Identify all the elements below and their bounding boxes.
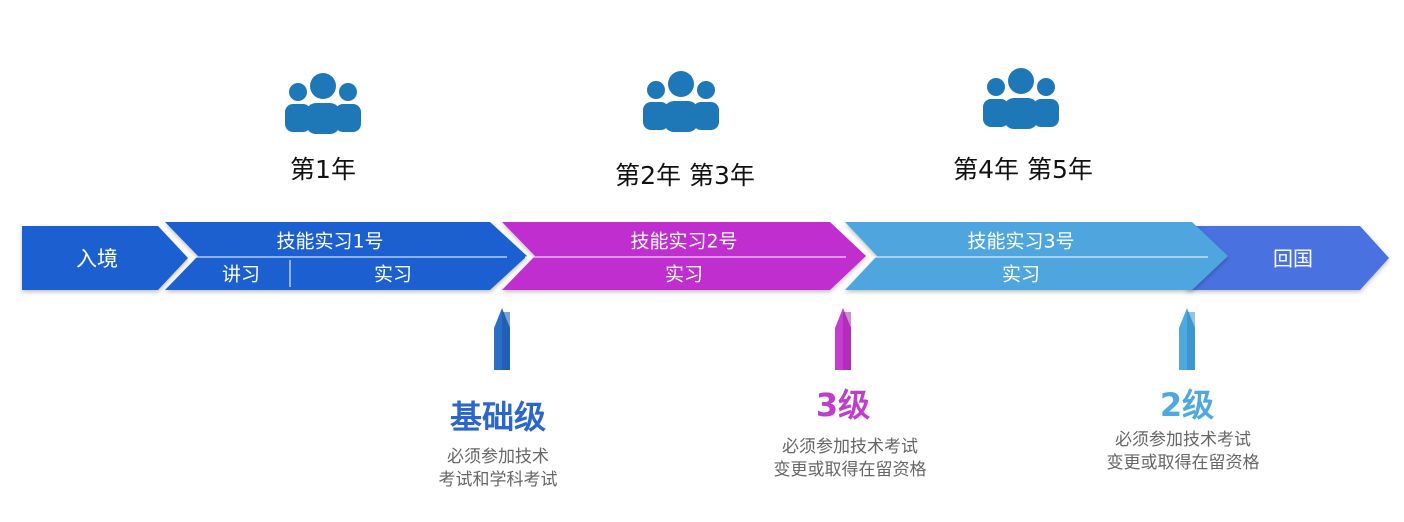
stage1-sub-right: 实习 — [373, 263, 413, 286]
marker-level3 — [835, 308, 851, 370]
stage3-sub: 实习 — [1001, 263, 1041, 286]
marker-level2 — [1179, 308, 1195, 370]
entry-chevron — [22, 226, 188, 290]
level-2-line-1: 必须参加技术考试 — [1115, 430, 1251, 450]
year-label-1: 第1年 — [290, 155, 356, 184]
year-label-3: 第4年 第5年 — [953, 155, 1093, 184]
stage2-sub: 实习 — [664, 263, 704, 286]
stage1-chevron — [165, 222, 527, 290]
level-2-line-2: 变更或取得在留资格 — [1106, 453, 1260, 473]
stage1-sub-left: 讲习 — [221, 263, 261, 286]
level-basic-line-1: 必须参加技术 — [447, 447, 549, 467]
level-basic-line-2: 考试和学科考试 — [438, 470, 558, 490]
people-icon — [983, 68, 1059, 129]
level-3-line-1: 必须参加技术考试 — [782, 437, 918, 457]
return-label: 回国 — [1273, 246, 1313, 271]
level-basic-title: 基础级 — [449, 398, 547, 436]
level-2-title: 2级 — [1159, 386, 1215, 424]
entry-label: 入境 — [76, 247, 118, 271]
level-3-line-2: 变更或取得在留资格 — [773, 460, 927, 480]
marker-basic — [494, 308, 510, 370]
level-3-desc: 必须参加技术考试 变更或取得在留资格 — [774, 436, 927, 482]
stage1-title: 技能实习1号 — [276, 230, 384, 253]
level-3-title: 3级 — [815, 386, 871, 424]
stage3-title: 技能实习3号 — [967, 230, 1075, 253]
people-icon — [643, 71, 719, 132]
stage2-chevron — [502, 222, 866, 290]
return-chevron — [1185, 226, 1389, 290]
year-label-2: 第2年 第3年 — [615, 161, 755, 190]
stage3-chevron — [845, 222, 1228, 290]
level-basic-desc: 必须参加技术 考试和学科考试 — [439, 446, 558, 492]
people-icon — [285, 73, 361, 134]
stage2-title: 技能实习2号 — [630, 230, 738, 253]
level-2-desc: 必须参加技术考试 变更或取得在留资格 — [1107, 429, 1260, 475]
